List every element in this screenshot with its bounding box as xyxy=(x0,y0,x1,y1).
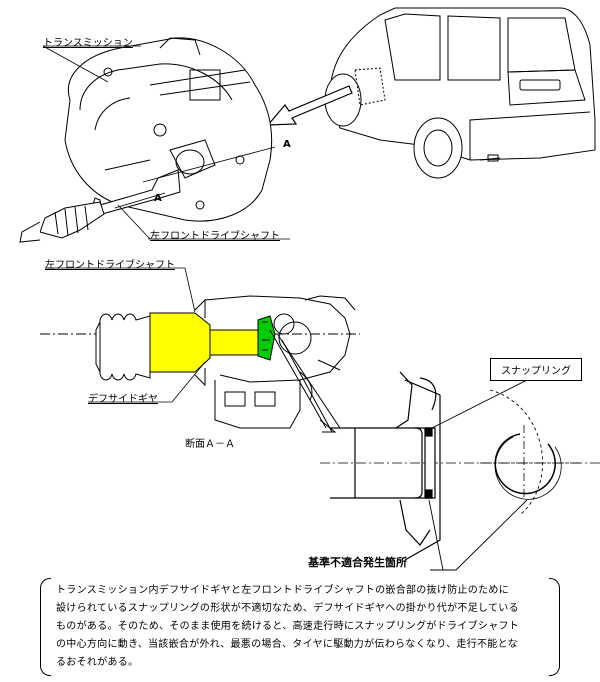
detail-enlargement xyxy=(320,371,600,561)
transmission-illustration xyxy=(64,37,273,222)
note-line: ものがある。そのため、そのまま使用を続けると、高速走行時にスナップリングがドライ… xyxy=(56,621,520,632)
note-line: の中心方向に動き、当該嵌合が外れ、最悪の場合、タイヤに駆動力が伝わらなくなり、走… xyxy=(56,639,518,650)
note-line: るおそれがある。 xyxy=(56,657,139,668)
note-line: トランスミッション内デフサイドギヤと左フロントドライブシャフトの嵌合部の抜け防止… xyxy=(56,585,509,596)
drive-shaft-illustration xyxy=(19,169,181,243)
note-line: 設けられているスナップリングの形状が不適切なため、デフサイドギヤへの掛かり代が不… xyxy=(56,603,519,614)
note-text: トランスミッション内デフサイドギヤと左フロントドライブシャフトの嵌合部の抜け防止… xyxy=(56,582,548,672)
note-bracket-right xyxy=(549,578,560,676)
note-bracket-left xyxy=(40,578,51,676)
car-illustration xyxy=(324,7,596,179)
detail-zoom-lines xyxy=(269,329,341,433)
left-drive-shaft-label-top: 左フロントドライブシャフト xyxy=(150,231,280,242)
leader-lines-mid xyxy=(45,267,206,403)
section-mark-a-lower: A xyxy=(154,193,162,204)
snap-ring-illustration xyxy=(480,425,580,500)
section-aa-label: 断面Ａ－Ａ xyxy=(185,439,235,450)
diff-side-gear-label: デフサイドギヤ xyxy=(88,394,158,405)
leader-lines-top xyxy=(42,45,290,240)
leader-lines-detail xyxy=(428,375,543,571)
cross-section-illustration xyxy=(40,295,360,429)
snap-ring-label: スナップリング xyxy=(490,358,582,381)
section-mark-a-upper: A xyxy=(283,139,291,150)
left-drive-shaft-label-mid: 左フロントドライブシャフト xyxy=(45,260,175,271)
zoom-arrow xyxy=(266,85,353,126)
explanation-note: トランスミッション内デフサイドギヤと左フロントドライブシャフトの嵌合部の抜け防止… xyxy=(40,578,560,676)
transmission-label: トランスミッション xyxy=(43,38,133,49)
defect-location-label: 基準不適合発生箇所 xyxy=(308,556,407,569)
